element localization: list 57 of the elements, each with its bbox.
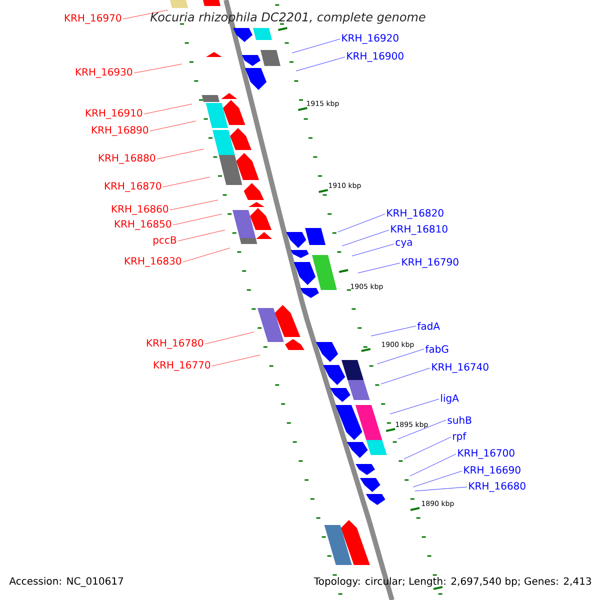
leader-line — [404, 436, 452, 460]
gene-label: pccB — [154, 236, 176, 246]
gene-label: suhB — [448, 416, 472, 424]
gene-label: KRH_16830 — [124, 257, 182, 267]
leader-line — [370, 326, 416, 336]
leader-line — [376, 348, 424, 364]
leader-line — [144, 104, 192, 114]
leader-line — [338, 214, 386, 232]
leader-line — [172, 214, 222, 226]
leader-line — [380, 368, 430, 384]
gene-label: KRH_16780 — [146, 339, 204, 349]
leader-line — [414, 486, 468, 492]
leader-line — [170, 200, 218, 210]
gene-label: KRH_16740 — [432, 363, 488, 373]
gene-label: KRH_16910 — [86, 109, 142, 119]
leader-line — [358, 262, 400, 274]
gene-label: fabG — [425, 345, 448, 353]
gene-label: rpf — [453, 432, 466, 442]
leader-line — [162, 176, 210, 188]
gene-label: KRH_16930 — [76, 68, 132, 78]
accession-note: Accession: NC_010617 — [9, 577, 124, 587]
gene-label: cya — [396, 240, 412, 248]
gene-label: ligA — [441, 394, 459, 404]
gene-label: KRH_16690 — [464, 466, 520, 476]
leader-line — [178, 230, 226, 242]
leader-line — [134, 64, 182, 74]
gene-label: KRH_16810 — [391, 225, 448, 235]
leader-line — [150, 120, 196, 132]
gene-label: KRH_16790 — [402, 258, 458, 268]
leader-line — [398, 420, 446, 440]
leader-line — [292, 38, 340, 54]
gene-label: KRH_16820 — [387, 209, 444, 219]
leader-line — [412, 470, 462, 488]
gene-label: KRH_16900 — [347, 52, 404, 62]
genome-stats: Topology: circular; Length: 2,697,540 bp; Genes: 2,413 — [314, 577, 592, 587]
title: Kocuria rhizophila DC2201, complete genome — [150, 12, 426, 24]
leader-line — [204, 332, 254, 344]
leader-line — [410, 454, 456, 476]
leader-line — [182, 248, 230, 262]
gene-label: KRH_16680 — [469, 482, 526, 492]
leader-line — [156, 148, 204, 160]
gene-label: KRH_16700 — [458, 449, 514, 459]
leader-line — [296, 56, 346, 72]
gene-label: KRH_16770 — [154, 361, 210, 371]
leader-line — [390, 398, 440, 414]
gene-label: KRH_16870 — [104, 182, 162, 192]
gene-label: KRH_16860 — [112, 205, 168, 215]
gene-label: KRH_16850 — [114, 220, 172, 230]
leader-line — [212, 354, 260, 366]
gene-label: KRH_16890 — [92, 126, 148, 136]
leader-line — [342, 230, 390, 246]
gene-label: fadA — [417, 322, 440, 330]
gene-label: KRH_16920 — [342, 34, 398, 44]
gene-label: KRH_16970 — [64, 14, 122, 24]
leader-line — [122, 10, 168, 20]
leader-line — [352, 244, 394, 256]
gene-label: KRH_16880 — [98, 154, 156, 164]
